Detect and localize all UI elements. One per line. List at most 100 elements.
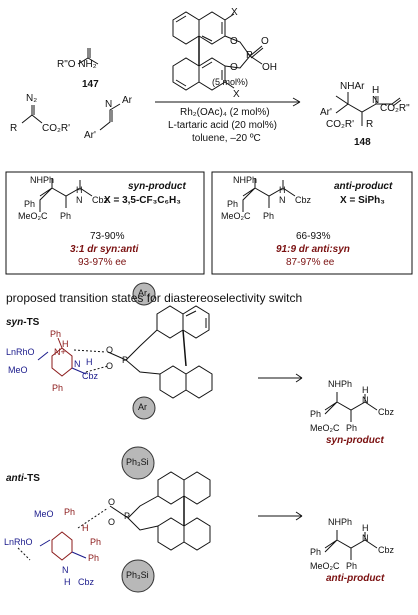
syn-product-box (5, 171, 205, 275)
syn-prod-ph2: Ph (346, 423, 358, 433)
anti-ts-meo: MeO (34, 509, 54, 519)
anti-ts-h2: H (64, 577, 71, 587)
imine-ar: Ar (122, 95, 132, 106)
box2-title: anti-product (334, 181, 393, 192)
anti-prod-nhph: NHPh (328, 517, 353, 527)
syn-prod-nhph: NHPh (328, 379, 353, 389)
condition-rh: Rh₂(OAc)₄ (2 mol%) (180, 107, 270, 118)
product-ar: Ar' (320, 107, 332, 118)
syn-prod-ester: MeO₂C (310, 423, 340, 433)
ph3si-circle-top (121, 446, 155, 480)
anti-ts-o2: O (108, 517, 116, 527)
syn-ts-o2: O (106, 361, 114, 371)
box2-cbz: Cbz (295, 195, 312, 205)
box1-ph1: Ph (24, 199, 36, 209)
syn-ts-ph-top: Ph (50, 329, 62, 339)
syn-prod-ph1: Ph (310, 409, 322, 419)
syn-prod-cbz: Cbz (378, 407, 395, 417)
anti-ts-ph2: Ph (90, 537, 102, 547)
anti-prod-ester: MeO₂C (310, 561, 340, 571)
syn-prod-n: N (362, 395, 369, 405)
diazo-ester: CO₂R' (42, 123, 71, 134)
box1-nhph: NHPh (30, 175, 55, 185)
anti-ts-p: P (124, 511, 131, 521)
catalyst-o2: O (261, 36, 269, 47)
anti-ts-ph-top: Ph (64, 507, 76, 517)
syn-ts-ar-bottom: Ar (138, 402, 147, 412)
imine-arprime: Ar' (84, 130, 96, 141)
anti-prod-ph2: Ph (346, 561, 358, 571)
imine-n: N (105, 99, 113, 110)
syn-ts-ar-top: Ar (138, 288, 147, 298)
anti-ts-si-bottom: Ph₃Si (126, 570, 149, 580)
anti-ts-rh: LnRhO (4, 537, 33, 547)
reagent-147-label: 147 (82, 79, 99, 90)
box2-n: N (279, 195, 286, 205)
section-title: proposed transition states for diastereo… (6, 291, 303, 305)
syn-ts-n2: N (74, 359, 81, 369)
box2-h: H (279, 185, 286, 195)
anti-ts-n: N (62, 565, 69, 575)
box2-ph2: Ph (263, 211, 275, 221)
catalyst-x-bottom: X (233, 89, 240, 100)
box2-x: X = SiPh₃ (340, 195, 385, 206)
box2-ph1: Ph (227, 199, 239, 209)
box2-ester: MeO₂C (221, 211, 251, 221)
syn-prod-title: syn-product (326, 435, 384, 446)
anti-prod-n: N (362, 533, 369, 543)
product-label: 148 (354, 137, 371, 148)
box1-x: X = 3,5-CF₃C₆H₃ (104, 195, 181, 206)
box1-ester: MeO₂C (18, 211, 48, 221)
box2-nhph: NHPh (233, 175, 258, 185)
ar-circle-top (132, 282, 156, 306)
condition-solvent: toluene, –20 ºC (192, 133, 261, 144)
catalyst-loading: (5 mol%) (212, 77, 249, 87)
box1-yield: 73-90% (90, 231, 125, 242)
syn-ts-ph-bottom: Ph (52, 383, 64, 393)
anti-prod-title: anti-product (326, 573, 385, 584)
anti-prod-cbz: Cbz (378, 545, 395, 555)
anti-product-box (211, 171, 413, 275)
syn-ts-label: syn-TS (6, 317, 40, 328)
product-co2r2: CO₂R" (380, 103, 410, 114)
box1-n: N (76, 195, 83, 205)
product-r: R (366, 119, 374, 130)
box1-ee: 93-97% ee (78, 257, 127, 268)
box2-dr: 91:9 dr anti:syn (276, 244, 350, 255)
diazo-n2: N₂ (26, 93, 38, 104)
condition-acid: L-tartaric acid (20 mol%) (168, 120, 277, 131)
catalyst-oh: OH (262, 62, 277, 73)
ph3si-circle-bottom (121, 559, 155, 593)
syn-ts-h2: H (86, 357, 93, 367)
box1-dr: 3:1 dr syn:anti (70, 244, 139, 255)
product-h: H (372, 85, 380, 96)
syn-ts-p: P (122, 355, 129, 365)
anti-prod-ph1: Ph (310, 547, 322, 557)
box1-ph2: Ph (60, 211, 72, 221)
syn-ts-h1: H (62, 339, 69, 349)
syn-ts-rh: LnRhO (6, 347, 35, 357)
product-nhar: NHAr (340, 81, 365, 92)
anti-ts-label: anti-TS (6, 473, 40, 484)
anti-ts-si-top: Ph₃Si (126, 457, 149, 467)
syn-ts-meo: MeO (8, 365, 28, 375)
anti-ts-ph-mid: Ph (88, 553, 100, 563)
product-n: N (372, 95, 380, 106)
box2-yield: 66-93% (296, 231, 331, 242)
catalyst-p: P (246, 50, 253, 61)
box1-cbz: Cbz (92, 195, 109, 205)
syn-prod-h: H (362, 385, 369, 395)
box1-h: H (76, 185, 83, 195)
catalyst-o1: O (230, 36, 238, 47)
anti-ts-cbz: Cbz (78, 577, 95, 587)
syn-ts-nplus: N+ (54, 347, 66, 357)
anti-ts-h1: H (82, 523, 89, 533)
ar-circle-bottom (132, 396, 156, 420)
catalyst-o3: O (230, 62, 238, 73)
anti-ts-arrow (258, 511, 303, 521)
anti-prod-h: H (362, 523, 369, 533)
catalyst-top-ring (172, 11, 200, 45)
catalyst-x-top: X (231, 7, 238, 18)
reagent-147-formula: R"O NH₂ (57, 59, 97, 70)
